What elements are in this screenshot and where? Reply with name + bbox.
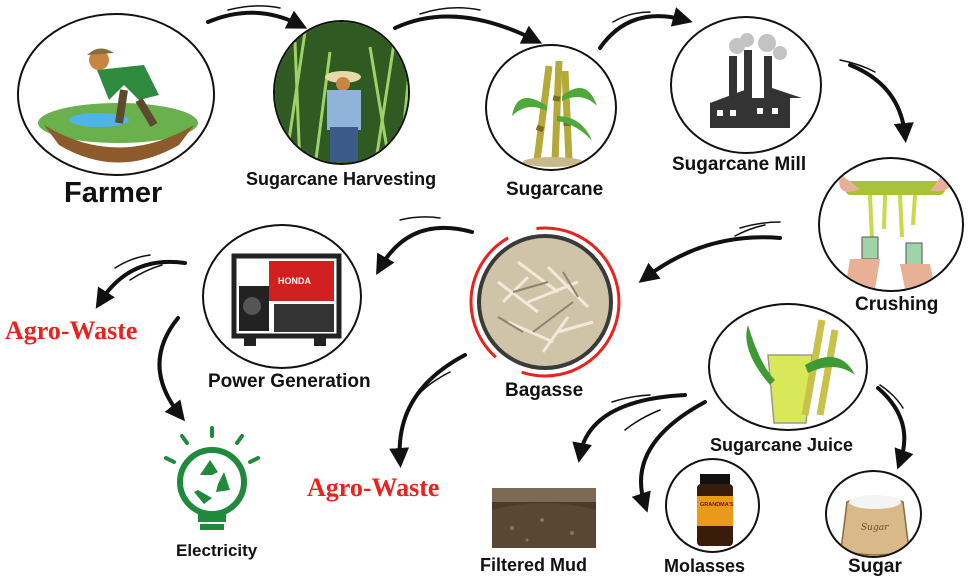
molasses-jar-text: GRANDMA'S	[700, 502, 734, 508]
agro-waste-mid-label: Agro-Waste	[307, 473, 440, 502]
arrow-mill-to-crushing	[848, 63, 914, 143]
arrow-juice-to-mud	[572, 393, 687, 463]
arrow-crushing-to-bagasse	[638, 235, 782, 283]
agro-waste-left-label: Agro-Waste	[5, 316, 138, 345]
mud-picture	[492, 488, 596, 548]
arrow-harvesting-to-sugarcane	[393, 14, 543, 44]
filtered-mud-label: Filtered Mud	[480, 555, 587, 575]
harvesting-label: Sugarcane Harvesting	[246, 169, 437, 189]
arrow-power-to-electricity	[157, 316, 185, 422]
juice-node	[708, 303, 868, 431]
arrow-farmer-to-harvesting	[206, 10, 308, 29]
electricity-label: Electricity	[176, 541, 258, 560]
arrow-juice-to-molasses	[631, 400, 707, 513]
generator-brand-text: HONDA	[278, 276, 311, 286]
sugarcane-node	[485, 44, 617, 171]
sugar-label: Sugar	[848, 556, 902, 577]
crushing-picture	[839, 171, 950, 289]
arrow-juice-to-sugar	[876, 386, 914, 470]
arrow-bagasse-to-power	[376, 225, 474, 275]
harvesting-picture	[275, 22, 408, 163]
farmer-node	[17, 13, 215, 176]
mill-picture	[710, 33, 802, 128]
power-label: Power Generation	[208, 371, 371, 392]
arrow-bagasse-to-agrowaste	[389, 353, 467, 468]
sugarcane-picture	[512, 60, 597, 167]
bagasse-node	[458, 222, 633, 382]
electricity-node	[152, 420, 272, 540]
farmer-label: Farmer	[64, 177, 163, 209]
sugarcane-label: Sugarcane	[506, 179, 604, 200]
harvesting-node	[273, 20, 410, 165]
arrow-power-to-agrowaste	[95, 259, 187, 309]
crushing-label: Crushing	[855, 294, 939, 315]
crushing-node	[818, 157, 964, 292]
mill-label: Sugarcane Mill	[672, 154, 807, 175]
filtered-mud-node	[492, 488, 596, 548]
molasses-jar-picture: GRANDMA'S	[697, 474, 734, 546]
sugar-node: Sugar	[825, 470, 922, 558]
sugar-sack-picture: Sugar	[840, 495, 910, 556]
generator-picture: HONDA	[231, 253, 342, 346]
bagasse-label: Bagasse	[505, 380, 584, 401]
power-node: HONDA	[202, 224, 362, 369]
bagasse-picture	[469, 226, 621, 378]
farmer-picture	[38, 48, 198, 163]
molasses-label: Molasses	[664, 556, 746, 576]
juice-label: Sugarcane Juice	[710, 435, 854, 455]
recycle-bulb-icon	[164, 426, 260, 530]
molasses-node: GRANDMA'S	[665, 458, 760, 553]
arrow-sugarcane-to-mill	[598, 7, 693, 50]
mill-node	[670, 16, 822, 154]
juice-picture	[746, 319, 855, 424]
sugar-sack-text: Sugar	[861, 523, 889, 533]
